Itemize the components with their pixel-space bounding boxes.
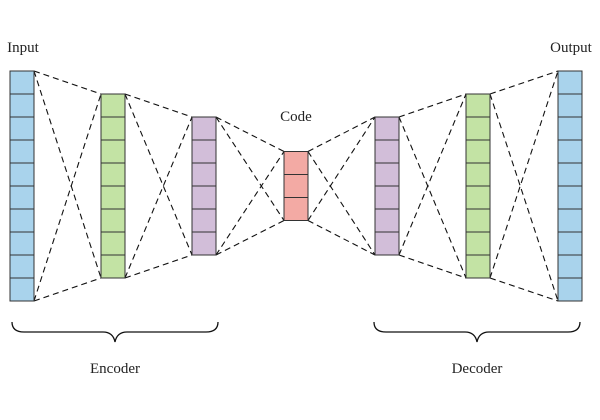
connection-line	[124, 93, 193, 118]
layer-encoder-2-cell	[191, 208, 217, 233]
layer-encoder-2-cell	[191, 139, 217, 164]
connection-line	[307, 116, 376, 221]
layer-decoder-2-cell	[465, 254, 491, 279]
layer-encoder-1-cell	[100, 185, 126, 210]
connection-line	[307, 116, 376, 152]
connections	[33, 70, 559, 302]
layer-decoder-1-cell	[374, 185, 400, 210]
code-label: Code	[280, 109, 312, 125]
decoder-label: Decoder	[452, 361, 503, 377]
connection-line	[489, 277, 559, 302]
layer-decoder-2-cell	[465, 139, 491, 164]
connection-line	[398, 116, 467, 279]
layer-encoder-2-cell	[191, 231, 217, 256]
layer-code-cell	[283, 151, 309, 175]
layer-input-cell	[9, 231, 35, 256]
layer-code-cell	[283, 174, 309, 198]
connection-line	[33, 93, 102, 302]
layer-output-cell	[557, 185, 583, 210]
layer-output-cell	[557, 162, 583, 187]
connection-line	[215, 116, 285, 152]
layer-output-cell	[557, 139, 583, 164]
layers	[9, 70, 583, 302]
layer-encoder-1-cell	[100, 162, 126, 187]
layer-input-cell	[9, 254, 35, 279]
layer-decoder-1-cell	[374, 116, 400, 141]
connection-line	[398, 93, 467, 118]
connection-line	[489, 70, 559, 95]
connection-line	[33, 70, 102, 279]
encoder-brace	[11, 321, 219, 343]
connection-line	[33, 277, 102, 302]
layer-encoder-1-cell	[100, 231, 126, 256]
layer-input	[9, 70, 35, 302]
connection-line	[215, 116, 285, 221]
layer-input-cell	[9, 139, 35, 164]
layer-encoder-2-cell	[191, 116, 217, 141]
layer-encoder-2	[191, 116, 217, 256]
connection-line	[307, 151, 376, 256]
layer-encoder-1-cell	[100, 254, 126, 279]
input-label: Input	[7, 40, 39, 56]
layer-input-cell	[9, 93, 35, 118]
layer-output-cell	[557, 93, 583, 118]
layer-input-cell	[9, 162, 35, 187]
layer-decoder-1	[374, 116, 400, 256]
layer-input-cell	[9, 116, 35, 141]
encoder-label: Encoder	[90, 361, 140, 377]
layer-output	[557, 70, 583, 302]
connection-line	[398, 254, 467, 279]
layer-encoder-1-cell	[100, 116, 126, 141]
layer-decoder-1-cell	[374, 208, 400, 233]
layer-decoder-2-cell	[465, 162, 491, 187]
connection-line	[307, 220, 376, 256]
decoder-brace	[373, 321, 581, 343]
connection-line	[398, 93, 467, 256]
layer-decoder-2-cell	[465, 208, 491, 233]
connection-line	[489, 93, 559, 302]
layer-code-cell	[283, 197, 309, 221]
connection-line	[215, 220, 285, 256]
output-label: Output	[550, 40, 593, 56]
layer-encoder-1-cell	[100, 139, 126, 164]
layer-encoder-2-cell	[191, 185, 217, 210]
layer-code	[283, 151, 309, 221]
layer-decoder-2-cell	[465, 93, 491, 118]
layer-output-cell	[557, 231, 583, 256]
connection-line	[124, 254, 193, 279]
layer-decoder-1-cell	[374, 162, 400, 187]
layer-output-cell	[557, 208, 583, 233]
connection-line	[124, 93, 193, 256]
layer-decoder-2-cell	[465, 231, 491, 256]
layer-input-cell	[9, 185, 35, 210]
layer-decoder-2-cell	[465, 116, 491, 141]
layer-decoder-1-cell	[374, 139, 400, 164]
layer-encoder-1	[100, 93, 126, 279]
layer-output-cell	[557, 277, 583, 302]
layer-output-cell	[557, 254, 583, 279]
layer-decoder-2-cell	[465, 185, 491, 210]
layer-input-cell	[9, 208, 35, 233]
layer-encoder-1-cell	[100, 93, 126, 118]
layer-output-cell	[557, 70, 583, 95]
layer-decoder-1-cell	[374, 231, 400, 256]
connection-line	[33, 70, 102, 95]
layer-encoder-2-cell	[191, 162, 217, 187]
connection-line	[215, 151, 285, 256]
connection-line	[124, 116, 193, 279]
layer-encoder-1-cell	[100, 208, 126, 233]
layer-input-cell	[9, 70, 35, 95]
connection-line	[489, 70, 559, 279]
layer-output-cell	[557, 116, 583, 141]
layer-decoder-2	[465, 93, 491, 279]
layer-input-cell	[9, 277, 35, 302]
